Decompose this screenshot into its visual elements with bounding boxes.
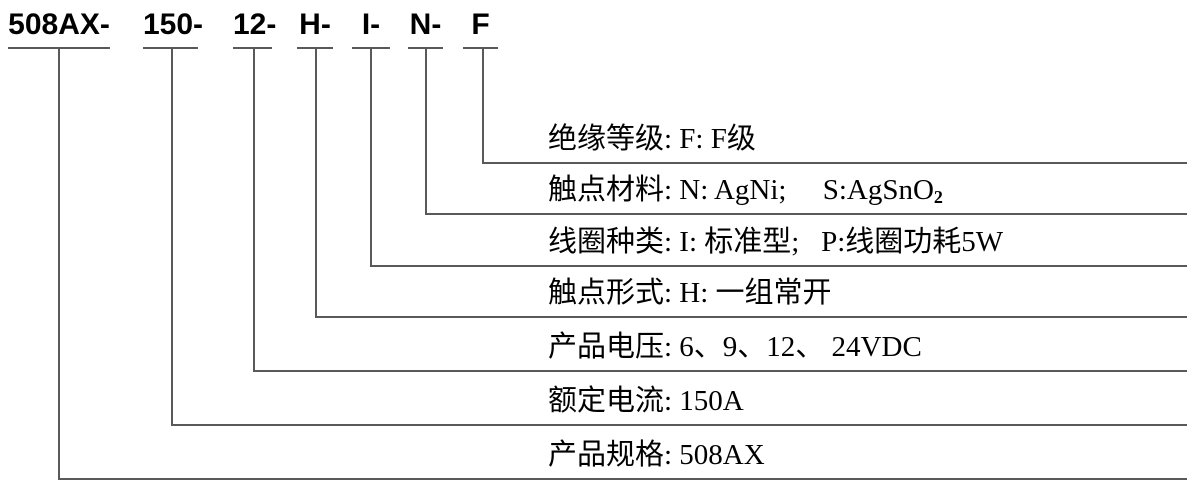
subscript-2: 2: [933, 187, 943, 208]
row-contact-form: 触点形式: H: 一组常开: [548, 276, 832, 310]
row-text: 触点形式: H: 一组常开: [548, 277, 832, 309]
connector-line-current: [171, 47, 1187, 426]
code-segment-coil-type: I-: [361, 8, 381, 41]
code-segment-insulation: F: [471, 8, 490, 41]
segment-underline: [233, 47, 272, 49]
row-rated-current: 额定电流: 150A: [548, 384, 744, 418]
row-text: 绝缘等级: F: F级: [548, 123, 756, 155]
row-product-voltage: 产品电压: 6、9、12、 24VDC: [548, 330, 922, 364]
row-coil-type: 线圈种类: I: 标准型; P:线圈功耗5W: [548, 225, 1003, 259]
code-segment-current: 150-: [143, 8, 204, 41]
connector-line-coil-type: [370, 47, 1187, 267]
code-segment-series: 508AX-: [8, 8, 110, 41]
row-contact-material: 触点材料: N: AgNi; S:AgSnO2: [548, 173, 943, 207]
connector-line-insulation: [482, 47, 1187, 164]
segment-underline: [143, 47, 198, 49]
code-segment-contact-material: N-: [409, 8, 442, 41]
row-text: 产品电压: 6、9、12、 24VDC: [548, 331, 922, 363]
row-insulation-class: 绝缘等级: F: F级: [548, 122, 756, 156]
connector-line-contact-form: [315, 47, 1187, 318]
code-segment-voltage: 12-: [233, 8, 277, 41]
connector-line-contact-material: [425, 47, 1187, 215]
connector-line-series: [58, 47, 1187, 480]
row-text: 额定电流: 150A: [548, 385, 744, 417]
row-text: 触点材料: N: AgNi; S:AgSnO: [548, 174, 934, 206]
row-product-spec: 产品规格: 508AX: [548, 438, 765, 472]
connector-line-voltage: [253, 47, 1187, 372]
row-text: 线圈种类: I: 标准型; P:线圈功耗5W: [548, 226, 1004, 258]
segment-underline: [463, 47, 498, 49]
code-segment-contact-form: H-: [299, 8, 331, 41]
row-text: 产品规格: 508AX: [548, 439, 765, 471]
